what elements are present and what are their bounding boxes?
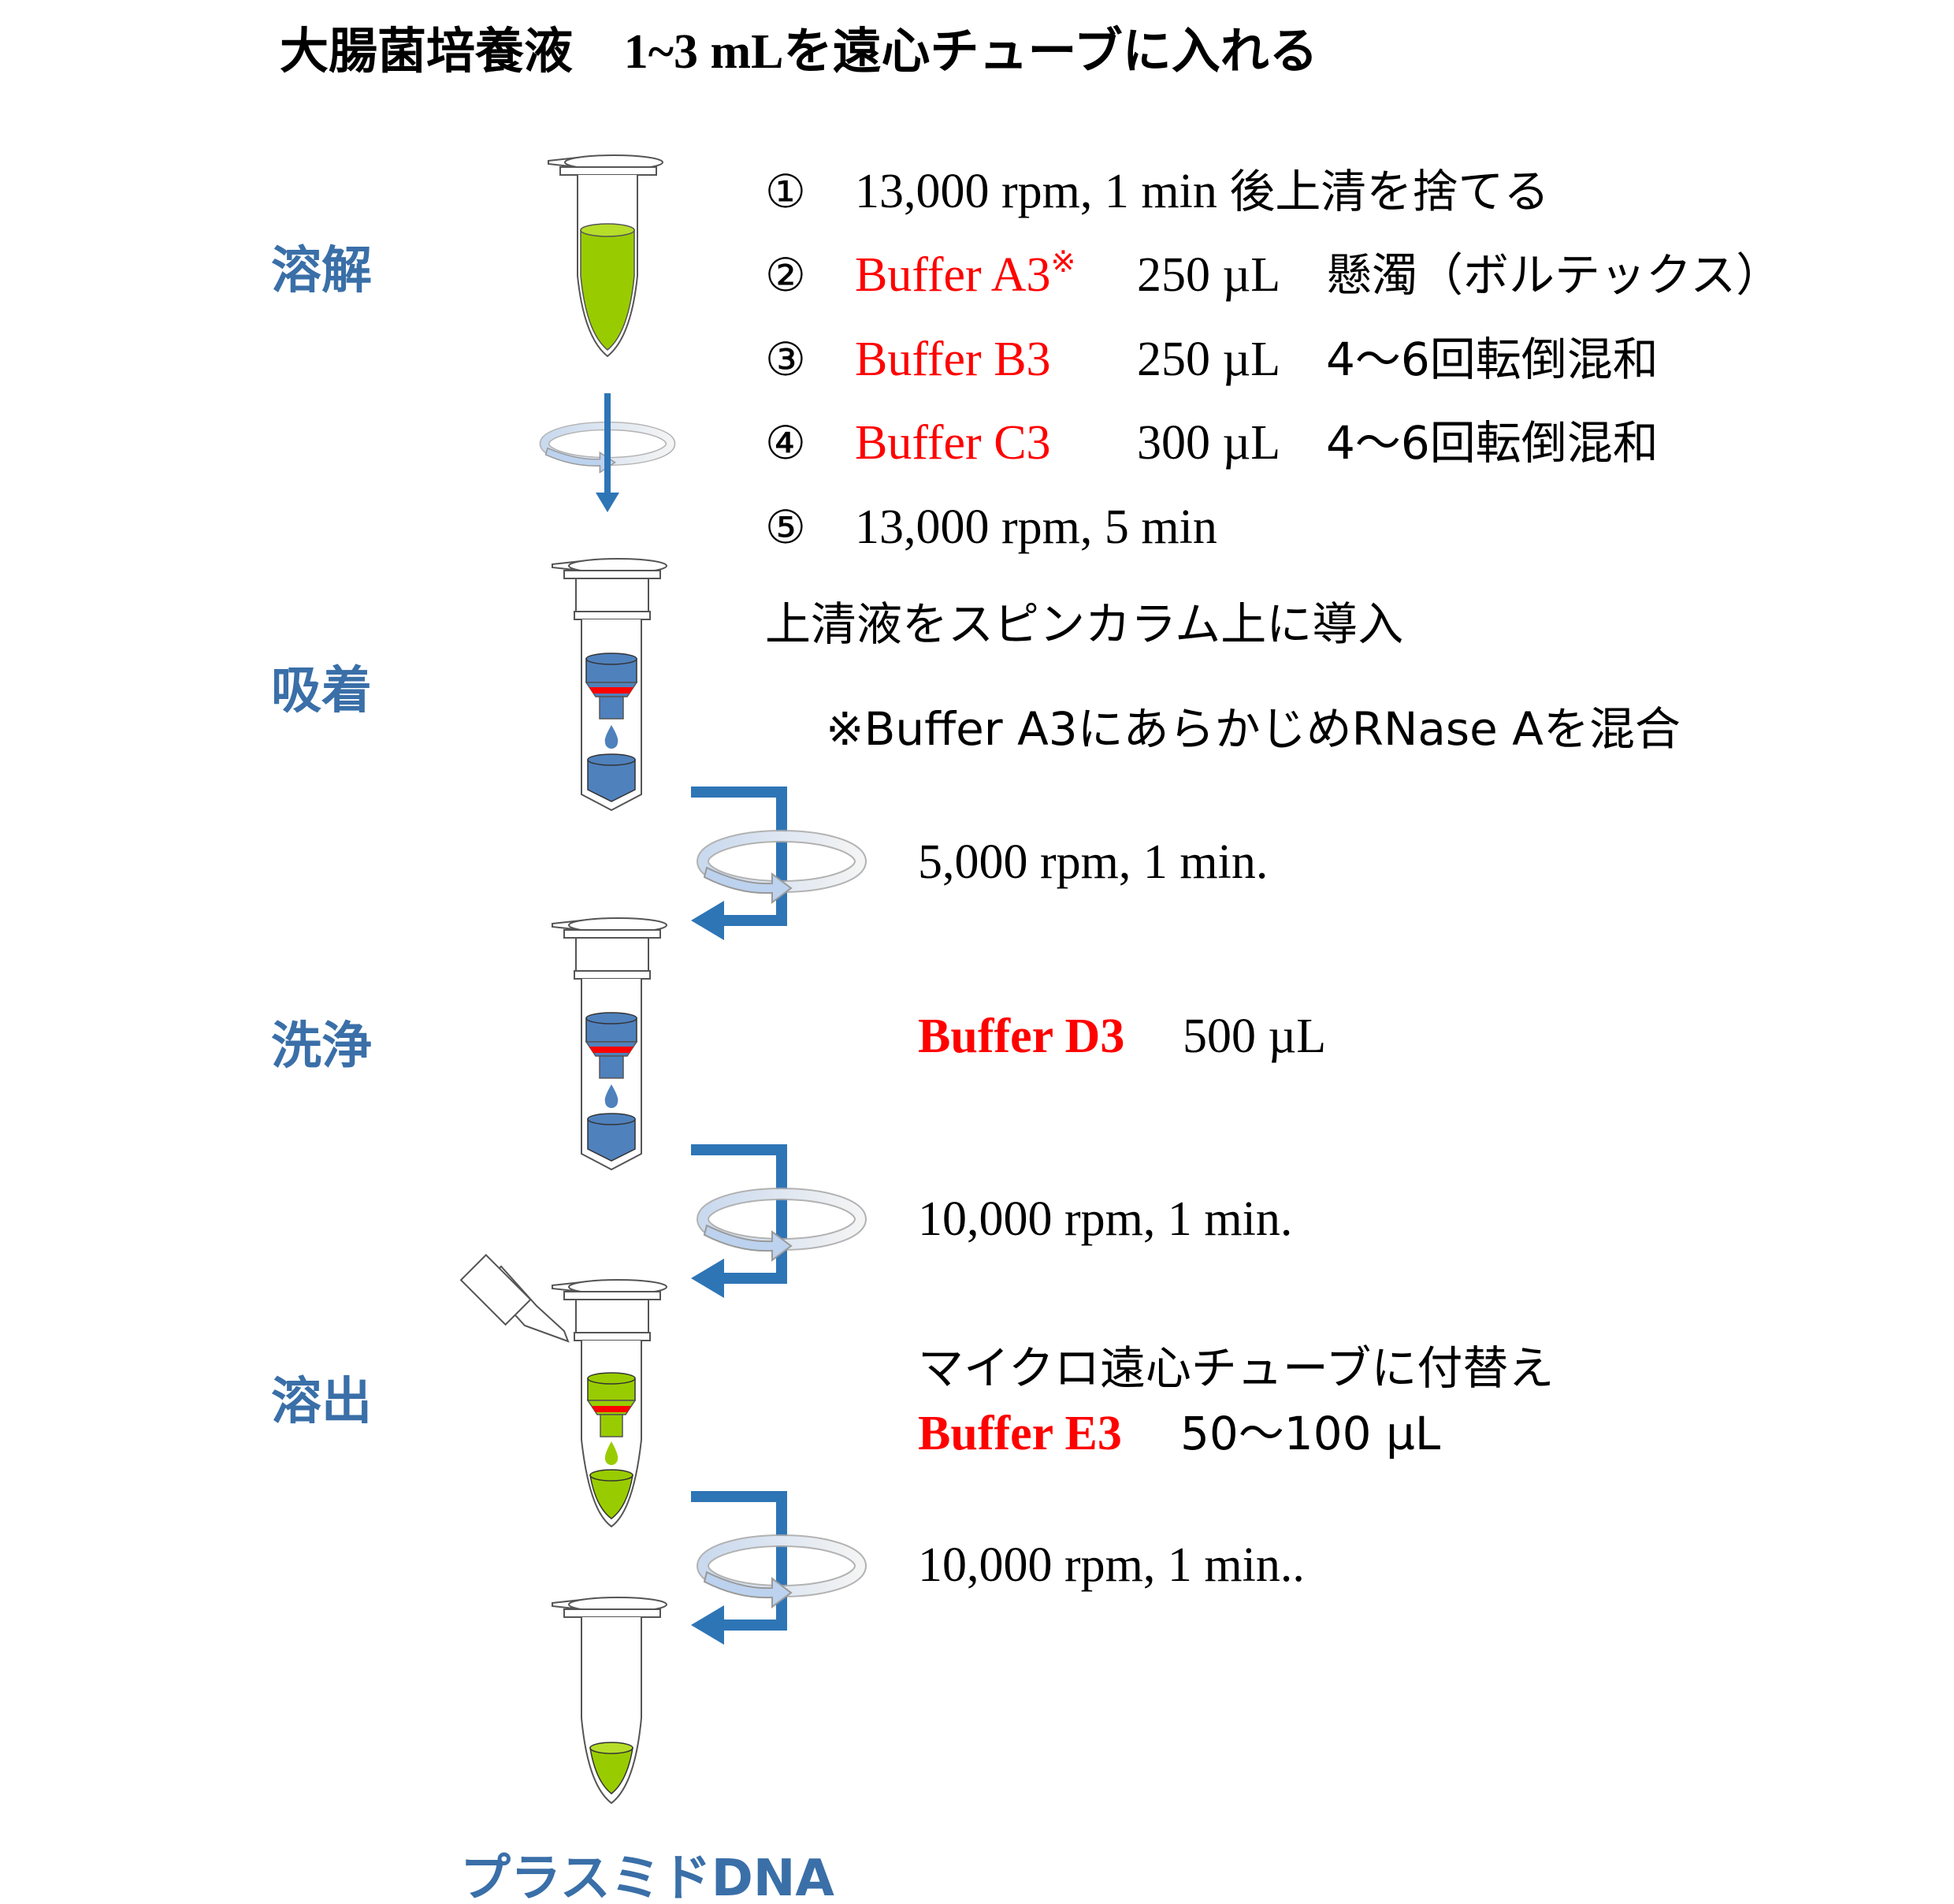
- plasmid-tube-icon: [552, 1597, 667, 1805]
- step-text: 13,000 rpm, 1 min 後上清を捨てる: [855, 167, 1549, 216]
- step-number: ⑤: [765, 500, 806, 554]
- step-number: ③: [765, 333, 806, 386]
- stage-binding: 吸着: [271, 662, 372, 720]
- buffer-name: Buffer A3: [855, 248, 1051, 302]
- step-number: ①: [765, 165, 806, 218]
- result-label: プラスミドDNA: [460, 1850, 834, 1904]
- stage-elution: 溶出: [271, 1373, 372, 1431]
- elution-buffer: Buffer E3: [918, 1407, 1122, 1460]
- binding-note: ※Buffer A3にあらかじめRNase Aを混合: [826, 702, 1681, 756]
- wash-volume: 500 µL: [1183, 1010, 1327, 1063]
- elution-instruction: マイクロ遠心チューブに付替え: [918, 1341, 1555, 1395]
- spin-column-tube-icon: [552, 559, 667, 812]
- spin-condition-2: 10,000 rpm, 1 min.: [918, 1192, 1293, 1246]
- step-buffer: Buffer C3: [855, 416, 1051, 470]
- centrifuge-spin-icon: [544, 393, 671, 512]
- step-number: ②: [765, 248, 806, 302]
- title-action: を遠心チューブに入れる: [783, 22, 1318, 80]
- step-desc: 4〜6回転倒混和: [1326, 333, 1659, 386]
- step-volume: 250 µL: [1137, 333, 1281, 386]
- spin-condition-3: 10,000 rpm, 1 min..: [918, 1538, 1305, 1592]
- step-buffer: Buffer A3※: [855, 247, 1075, 302]
- stage-wash: 洗浄: [271, 1017, 372, 1076]
- step-buffer: Buffer B3: [855, 333, 1051, 386]
- footnote-mark: ※: [1050, 246, 1076, 279]
- binding-instruction: 上清液をスピンカラム上に導入: [765, 597, 1404, 651]
- elution-tube-icon: [459, 1254, 667, 1528]
- step-desc: 4〜6回転倒混和: [1326, 416, 1659, 470]
- step-desc: 懸濁（ボルテックス）: [1326, 248, 1782, 302]
- step-volume: 300 µL: [1137, 416, 1281, 470]
- spin-condition-1: 5,000 rpm, 1 min.: [918, 835, 1269, 889]
- title-main: 大腸菌培養液: [280, 22, 574, 80]
- spin-column-tube-icon: [552, 918, 667, 1171]
- culture-tube-icon: [548, 154, 663, 358]
- elution-volume: 50〜100 µL: [1180, 1407, 1441, 1460]
- step-number: ④: [765, 416, 806, 470]
- stage-lysis: 溶解: [271, 242, 372, 300]
- step-condition: 13,000 rpm, 1 min: [855, 165, 1217, 218]
- page-title: 大腸菌培養液 1~3 mLを遠心チューブに入れる: [280, 25, 1318, 79]
- step-desc: 後上清を捨てる: [1229, 165, 1550, 218]
- wash-buffer: Buffer D3: [918, 1010, 1125, 1063]
- step-text: 13,000 rpm, 5 min: [855, 500, 1217, 554]
- title-volume: 1~3 mL: [623, 25, 784, 79]
- step-volume: 250 µL: [1137, 248, 1281, 302]
